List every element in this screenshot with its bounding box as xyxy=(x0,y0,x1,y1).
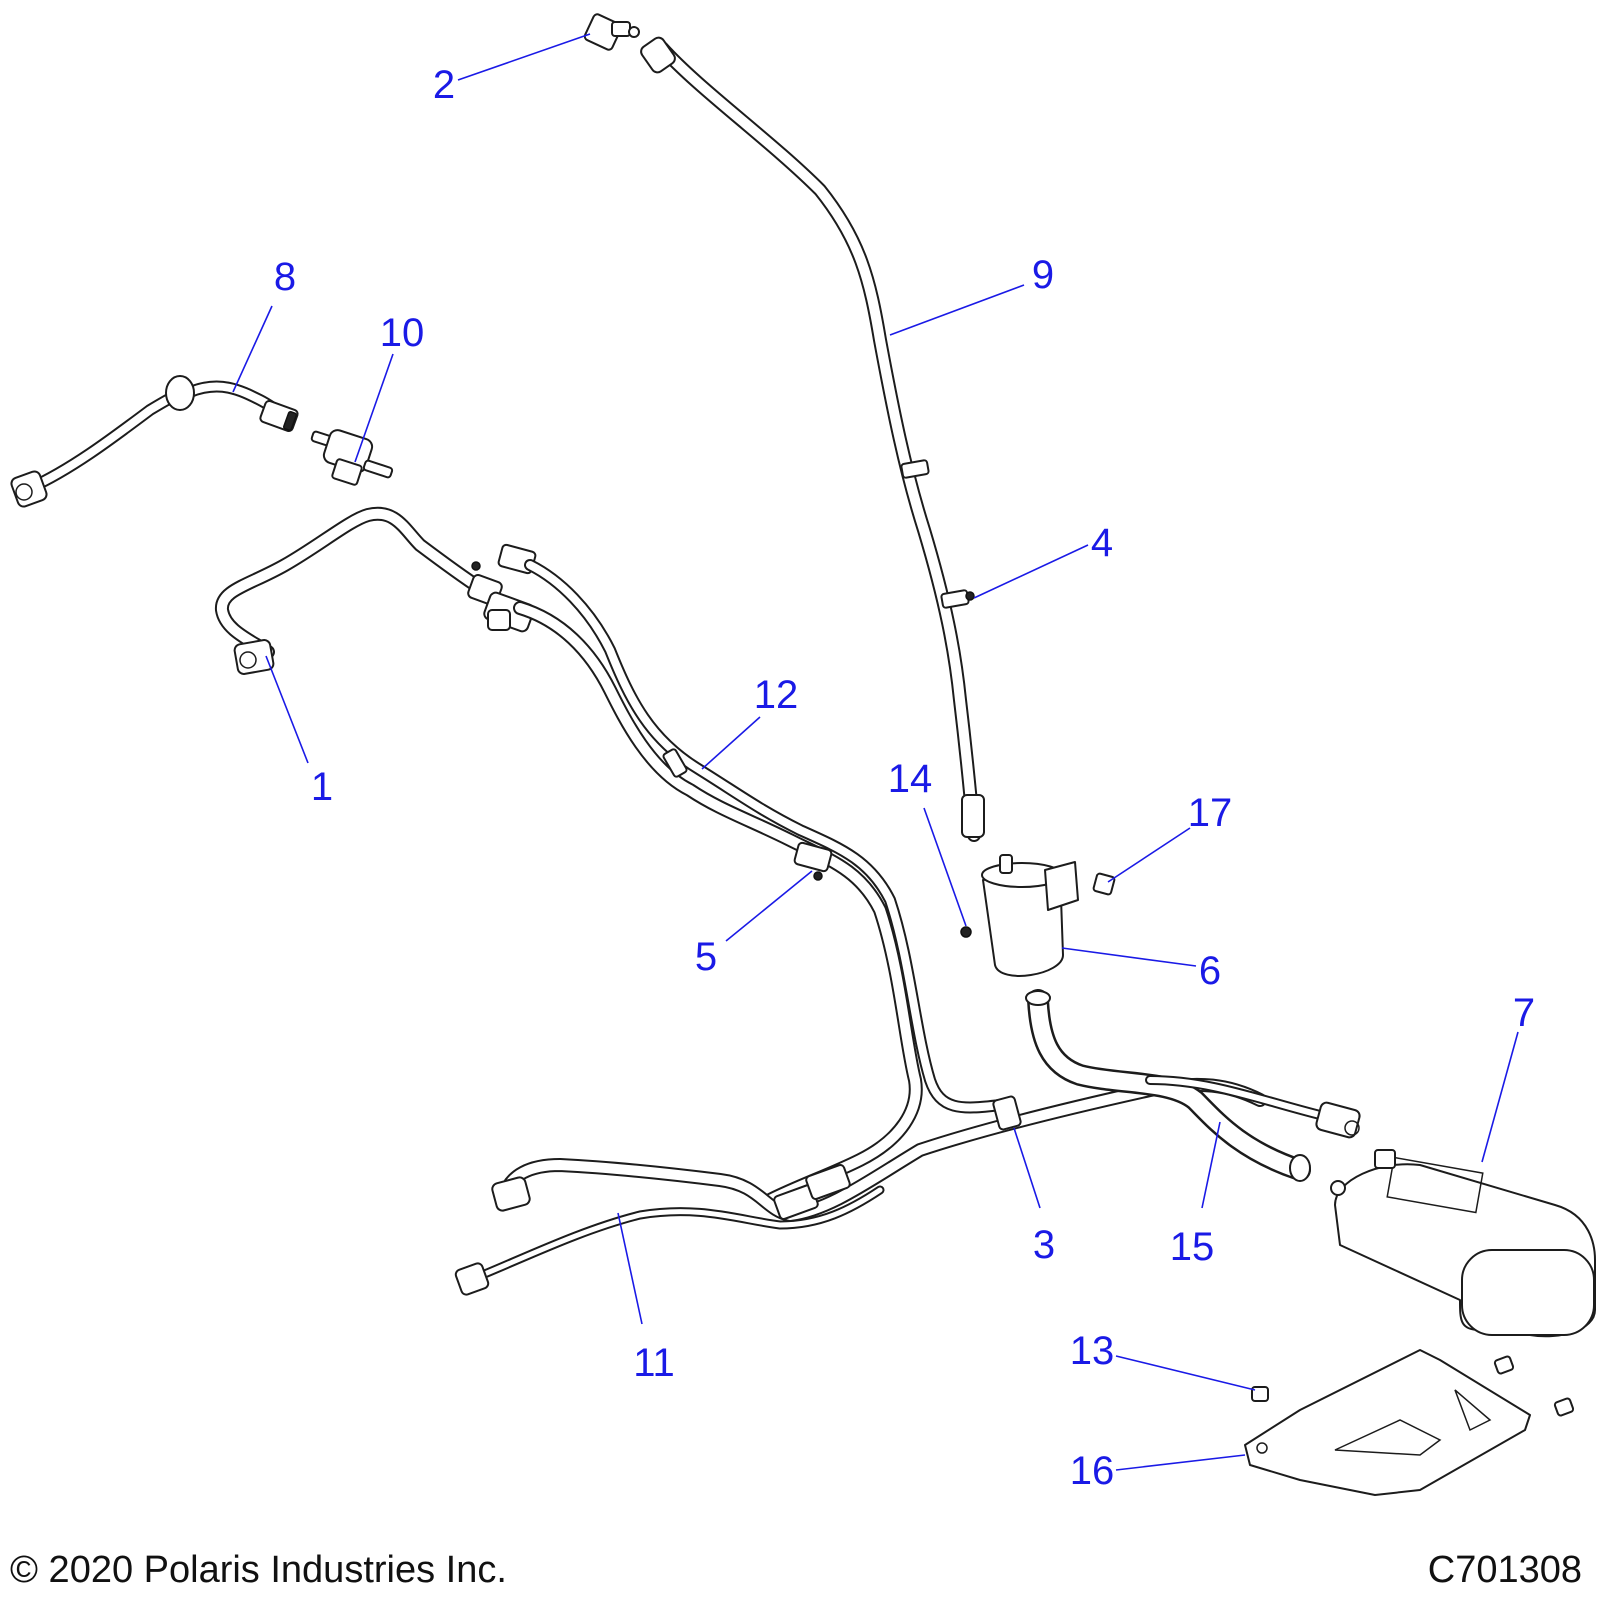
callout-12: 12 xyxy=(754,673,799,717)
canister-hose-connector xyxy=(1145,1075,1361,1139)
part-4-hose-clamps xyxy=(900,459,975,609)
callout-6: 6 xyxy=(1199,949,1221,993)
callout-4: 4 xyxy=(1091,521,1113,565)
part-16-bracket xyxy=(1244,1349,1531,1496)
callout-9: 9 xyxy=(1032,253,1054,297)
callout-15: 15 xyxy=(1170,1225,1215,1269)
part-8-hose-assembly xyxy=(10,375,299,508)
part-5-clamp xyxy=(793,841,833,881)
part-9-vent-hose xyxy=(640,36,985,842)
callout-10: 10 xyxy=(380,311,425,355)
part-13-bolts xyxy=(1251,1355,1575,1417)
part-3-clamp xyxy=(992,1095,1022,1131)
part-10-purge-valve xyxy=(310,429,394,486)
part-15-hose xyxy=(1025,989,1311,1182)
callout-1: 1 xyxy=(311,765,333,809)
leader-lines xyxy=(232,33,1519,1471)
callout-7: 7 xyxy=(1513,991,1535,1035)
part-1-connector-loop xyxy=(215,506,487,675)
callout-16: 16 xyxy=(1070,1449,1115,1493)
callout-13: 13 xyxy=(1070,1329,1115,1373)
figure-id: C701308 xyxy=(1427,1549,1582,1591)
callout-17: 17 xyxy=(1188,791,1233,835)
callout-3: 3 xyxy=(1033,1223,1055,1267)
callout-numbers: 1 2 3 4 5 6 7 8 9 10 11 12 13 14 15 16 1… xyxy=(274,63,1535,1493)
part-7-evap-canister xyxy=(1330,1149,1596,1338)
callout-11: 11 xyxy=(633,1341,675,1385)
part-2-connector xyxy=(583,13,640,51)
part-12-hose-pair xyxy=(513,559,1006,1207)
t-fitting-valve xyxy=(467,543,537,633)
callout-14: 14 xyxy=(888,757,933,801)
part-6-small-canister xyxy=(960,854,1079,977)
part-11-lower-hoses xyxy=(454,1077,1267,1296)
part-17-nut xyxy=(1092,872,1116,896)
callout-2: 2 xyxy=(433,63,455,107)
callout-5: 5 xyxy=(695,935,717,979)
callout-8: 8 xyxy=(274,255,296,299)
copyright-text: © 2020 Polaris Industries Inc. xyxy=(10,1549,507,1591)
